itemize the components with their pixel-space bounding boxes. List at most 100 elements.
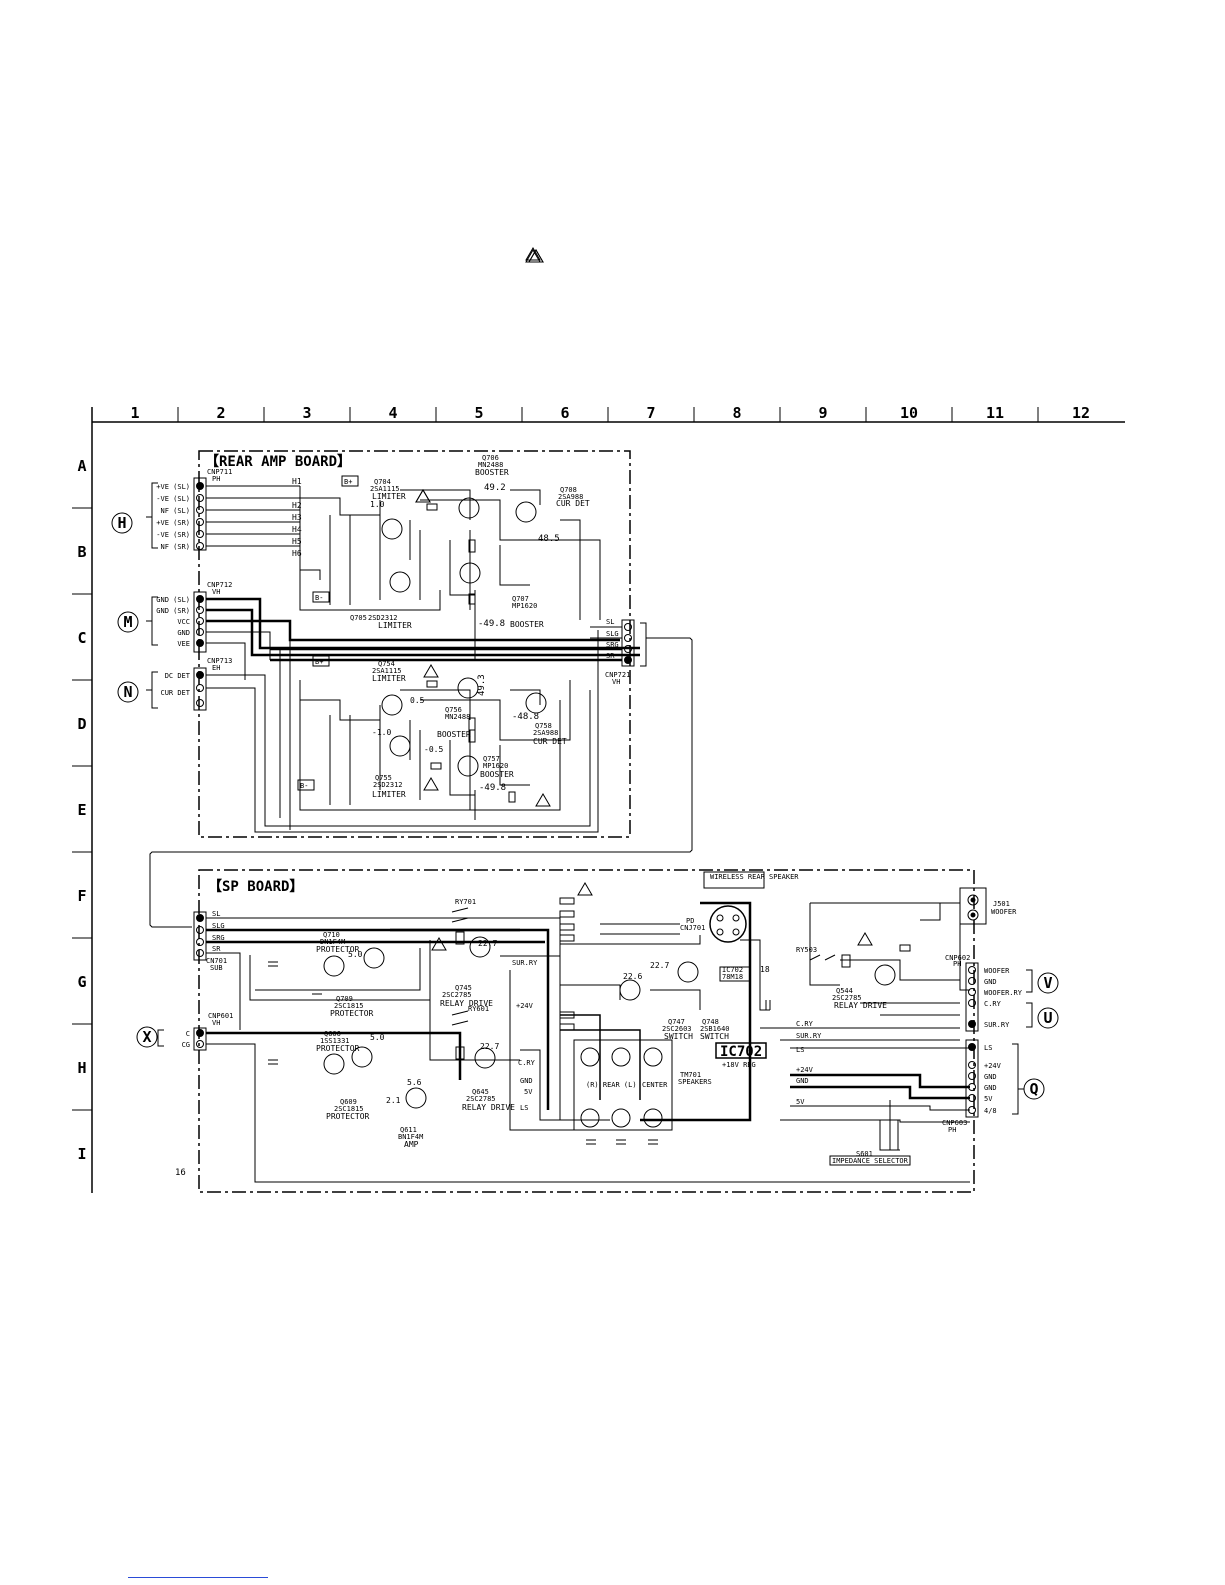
row-label-a: A [77,457,86,475]
q757-ref: Q757 [483,755,500,763]
cnp721-pin-2: SLG [606,630,619,638]
q544-part: 2SC2785 [832,994,862,1002]
cnp721-pin-3: SRG [606,641,619,649]
net-h5: H5 [292,537,302,546]
q606-part: 1SS1331 [320,1037,350,1045]
q705-role: LIMITER [378,621,412,630]
rail-sur-ry-2: SUR.RY [796,1032,822,1040]
q745-role: RELAY DRIVE [440,999,493,1008]
q745-part: 2SC2785 [442,991,472,999]
cnp602-sub: PH [953,960,961,968]
q611-role: AMP [404,1140,419,1149]
cnp603-connector [965,1039,979,1118]
sp-voltage-22-7a: 22.7 [478,939,497,948]
q704-ref: Q704 [374,478,391,486]
cnp711-pin-3: NF (SL) [160,507,190,515]
q756-part: MN2488 [445,713,470,721]
sp-transistor-symbols [323,936,896,1109]
q544-ref: Q544 [836,987,853,995]
cnp712-pin-1: GND (SL) [156,596,190,604]
cn701-pin-3: SRG [212,934,225,942]
tm701-rear-label: (R) REAR (L) [586,1081,637,1089]
cnp712-pin-5: VEE [177,640,190,648]
cnp721-label: CNP721 [605,671,630,679]
voltage-neg-49-8b: -49.8 [479,783,506,793]
q710-part: DN1F4M [320,938,345,946]
q754-part: 2SA1115 [372,667,402,675]
voltage-49-3: 49.3 [477,674,487,696]
rail-5v-1: 5V [524,1088,533,1096]
conn-q-label: Q [1029,1080,1038,1098]
cnj701-socket [709,905,747,943]
cnp603-pin-2: +24V [984,1062,1002,1070]
q609-part: 2SC1815 [334,1105,364,1113]
cnp713-pin-2: CUR DET [160,689,190,697]
cnp603-sub: PH [948,1126,956,1134]
cn701-label: CN701 [206,957,227,965]
s601-switch [879,1119,899,1151]
cnp603-pin-6: 4/8 [984,1107,997,1115]
external-connector-tags: H M N X V U Q [111,512,1059,1100]
conn-u-label: U [1043,1009,1052,1027]
conn-n-label: N [123,683,132,701]
q704-part: 2SA1115 [370,485,400,493]
sp-voltage-22-7c: 22.7 [480,1042,499,1051]
col-label-5: 5 [474,404,483,422]
q755-role: LIMITER [372,790,406,799]
sp-voltage-22-7b: 22.7 [650,961,669,970]
cn701-pin-1: SL [212,910,220,918]
conn-v-label: V [1043,974,1052,992]
row-label-d: D [77,715,86,733]
q748-part: 2SB1640 [700,1025,730,1033]
cnp712-pin-3: VCC [177,618,190,626]
rail-gnd-2: GND [796,1077,809,1085]
bminus-label-2: B- [300,782,308,790]
row-label-g: G [77,973,86,991]
col-label-3: 3 [302,404,311,422]
resistor-symbols-sp [559,897,911,1031]
q606-ref: Q606 [324,1030,341,1038]
q747-part: 2SC2603 [662,1025,692,1033]
s601-label: S601 [856,1150,873,1158]
cnp713-label: CNP713 [207,657,232,665]
q747-role: SWITCH [664,1032,693,1041]
cnp603-pin-5: 5V [984,1095,993,1103]
cnp712-sub: VH [212,588,220,596]
cnj701-label: CNJ701 [680,924,705,932]
cnp602-pin-2: GND [984,978,997,986]
tm701-center-label: CENTER [642,1081,668,1089]
q606-role: PROTECTOR [316,1044,360,1053]
q609-ref: Q609 [340,1098,357,1106]
col-label-10: 10 [900,404,918,422]
q758-role: CUR DET [533,737,567,746]
cnp721-pin-4: SR [606,652,615,660]
q745-ref: Q745 [455,984,472,992]
rail-c-ry-1: C.RY [518,1059,536,1067]
q705-part: 2SD2312 [368,614,398,622]
relay-symbols [451,907,851,1060]
q611-ref: Q611 [400,1126,417,1134]
q758-part: 2SA988 [533,729,558,737]
cnp713-pin-1: DC DET [165,672,191,680]
cnp602-connector [965,962,979,1032]
q747-ref: Q747 [668,1018,685,1026]
capacitor-symbols [268,961,771,1145]
cnp711-pin-4: +VE (SR) [156,519,190,527]
q710-ref: Q710 [323,931,340,939]
cnp712-pin-2: GND (SR) [156,607,190,615]
ic702-small-part: 78M18 [722,973,743,981]
rail-c-ry-2: C.RY [796,1020,814,1028]
net-h3: H3 [292,513,302,522]
tm701-sub: SPEAKERS [678,1078,712,1086]
conn-x-label: X [142,1028,151,1046]
sp-caution-marks [431,882,873,951]
q758-ref: Q758 [535,722,552,730]
q707-part: MP1620 [512,602,537,610]
q645-ref: Q645 [472,1088,489,1096]
q755-ref: Q755 [375,774,392,782]
cnp601-label: CNP601 [208,1012,233,1020]
q707-ref: Q707 [512,595,529,603]
conn-h-label: H [117,514,126,532]
cnp601-pin-2: CG [182,1041,190,1049]
rail-ls-2: LS [796,1046,804,1054]
